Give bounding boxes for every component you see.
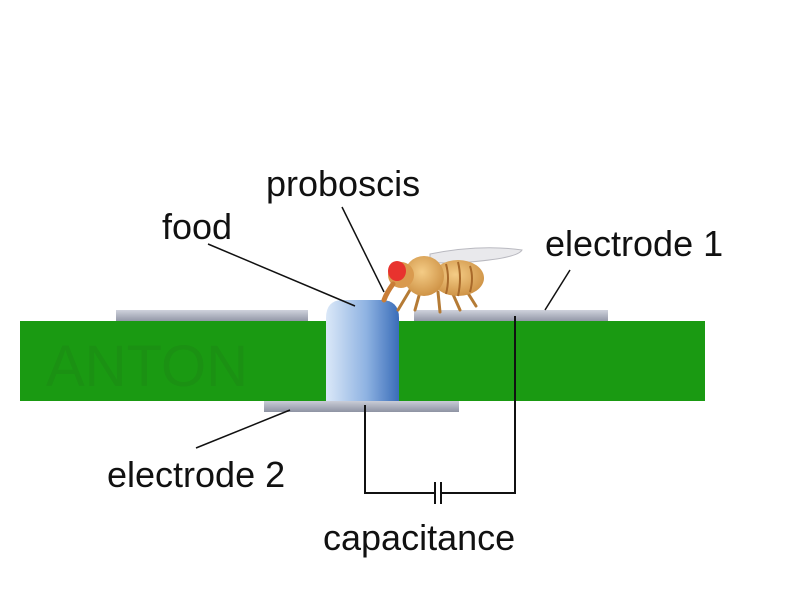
electrode-1-label: electrode 1 (545, 223, 724, 264)
food-label: food (162, 206, 233, 247)
proboscis-label: proboscis (266, 163, 421, 204)
electrode-2-bottom (264, 400, 459, 412)
electrode-1-leader (544, 269, 571, 311)
fly-proboscis (381, 281, 396, 303)
watermark-text: ANTON (46, 334, 248, 399)
proboscis-leader (341, 206, 385, 293)
fly-wing (429, 247, 523, 264)
electrode-1-top-left (116, 310, 308, 322)
electrode-2-label: electrode 2 (107, 454, 286, 495)
fly-abdomen-stripes (445, 261, 473, 297)
fly-legs (396, 288, 478, 314)
circuit-board-right (399, 321, 705, 401)
circuit-board-left (20, 321, 326, 401)
electrode-1-top-right (414, 310, 608, 322)
fly-illustration (381, 247, 523, 314)
electrode-2-leader (195, 409, 291, 449)
food-column (326, 300, 399, 401)
fly-eye (388, 261, 406, 281)
capacitance-wire (364, 316, 516, 494)
fly-thorax (404, 256, 444, 296)
food-leader (207, 243, 356, 307)
capacitance-label: capacitance (323, 517, 516, 558)
